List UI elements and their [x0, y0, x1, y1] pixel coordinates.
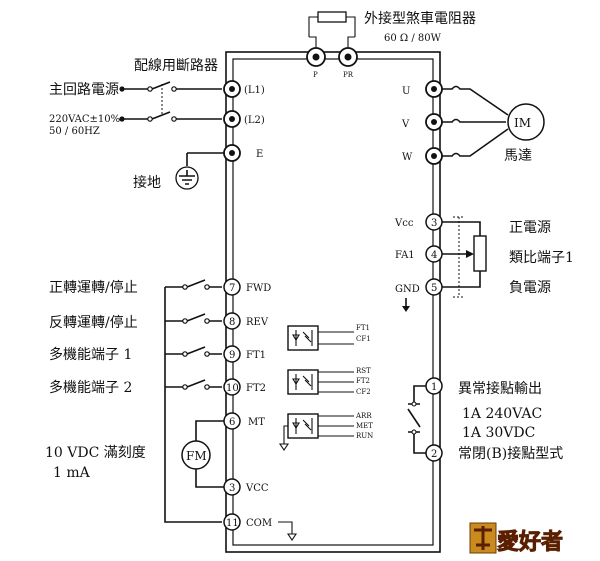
- brake-resistor-label: 外接型煞車電阻器: [364, 10, 476, 27]
- terminal-mt-label: MT: [248, 417, 265, 428]
- ground-section: 接地: [133, 152, 224, 191]
- internal-run-label: RUN: [356, 432, 373, 440]
- internal-ft1-label: FT1: [356, 324, 370, 332]
- motor-symbol: IM: [514, 116, 531, 130]
- multi-function-1-label: 多機能端子 1: [49, 346, 132, 363]
- terminal-l2-label: (L2): [244, 115, 265, 126]
- main-power-label: 主回路電源: [49, 82, 119, 98]
- inverter-body: [225, 51, 441, 553]
- terminal-9-number: 9: [229, 350, 235, 361]
- internal-rst-label: RST: [356, 367, 371, 375]
- ground-icon: [175, 166, 199, 190]
- digital-input-section: 正轉運轉/停止 反轉運轉/停止 多機能端子 1 多機能端子 2 7 8 9 10…: [49, 278, 271, 523]
- brake-resistor-symbol: [317, 11, 347, 23]
- watermark-logo: 愛好者: [469, 522, 563, 555]
- analog-section: Vcc FA1 GND 3 4 5 正電源 類比端子1 負電源: [394, 213, 574, 312]
- terminal-3-number: 3: [431, 218, 437, 229]
- motor-section: U V W IM 馬達: [401, 80, 545, 165]
- terminal-ft2-label: FT2: [246, 383, 266, 394]
- terminal-u-label: U: [402, 86, 410, 97]
- terminal-gnd-label: GND: [395, 284, 420, 295]
- internal-arr-label: ARR: [355, 412, 372, 420]
- relay-terminal-2-number: 2: [431, 449, 437, 460]
- terminal-fa1-label: FA1: [395, 250, 415, 261]
- multi-function-2-label: 多機能端子 2: [49, 379, 132, 396]
- internal-cf1-label: CF1: [356, 335, 371, 343]
- terminal-11-number: 11: [226, 518, 239, 529]
- opto-coupler-1: [287, 325, 319, 351]
- ground-label: 接地: [133, 174, 161, 191]
- scale-label: 10 VDC 滿刻度: [45, 445, 146, 461]
- terminal-10-ft2: [223, 378, 241, 396]
- motor-label: 馬達: [504, 148, 532, 164]
- terminal-rev-label: REV: [246, 317, 269, 328]
- relay-spec-2: 1A 30VDC: [462, 425, 535, 441]
- terminal-ft1-label: FT1: [246, 350, 266, 361]
- terminal-7-number: 7: [229, 283, 235, 294]
- internal-cf2-label: CF2: [356, 388, 371, 396]
- terminal-vcc-label: Vcc: [394, 218, 414, 229]
- meter-section: 10 VDC 滿刻度 1 mA 6 MT 3 VCC 11 COM FM: [45, 412, 298, 541]
- terminal-6-number: 6: [229, 417, 235, 428]
- potentiometer-symbol: [473, 235, 487, 272]
- terminal-p-label: P: [313, 71, 318, 79]
- positive-power-label: 正電源: [509, 220, 551, 236]
- opto-coupler-section: FT1 CF1 RST FT2 CF2 ARR MET RUN: [278, 324, 373, 451]
- terminal-10-number: 10: [226, 383, 239, 394]
- motor-icon: [507, 103, 545, 141]
- frequency-meter-icon: [181, 440, 211, 470]
- fault-output-label: 異常接點輸出: [458, 380, 542, 397]
- negative-power-label: 負電源: [509, 280, 551, 296]
- nc-contact-label: 常閉(B)接點型式: [458, 445, 563, 462]
- terminal-11-com: [223, 513, 241, 531]
- terminal-com-label: COM: [246, 518, 272, 529]
- breaker-label: 配線用斷路器: [134, 58, 218, 74]
- main-power-section: 配線用斷路器 主回路電源 220VAC±10% 50 / 60HZ (L1) (…: [49, 58, 265, 162]
- brake-resistor-spec: 60 Ω / 80W: [384, 33, 442, 44]
- terminal-7-fwd: [223, 278, 241, 296]
- relay-terminal-1-number: 1: [431, 382, 437, 393]
- brake-resistor-section: 外接型煞車電阻器 60 Ω / 80W P PR: [306, 10, 476, 79]
- analog-terminal-label: 類比端子1: [509, 250, 574, 266]
- voltage-label: 220VAC±10%: [49, 114, 120, 125]
- terminal-3b-number: 3: [229, 483, 235, 494]
- fwd-stop-label: 正轉運轉/停止: [49, 279, 138, 296]
- rev-stop-label: 反轉運轉/停止: [49, 314, 138, 331]
- opto-coupler-2: [287, 369, 319, 395]
- terminal-5-number: 5: [431, 283, 437, 294]
- watermark-text: 愛好者: [497, 529, 563, 555]
- current-label: 1 mA: [53, 465, 91, 481]
- terminal-8-rev: [223, 312, 241, 330]
- terminal-l1-label: (L1): [244, 85, 265, 96]
- terminal-w-label: W: [402, 152, 413, 163]
- terminal-vcc2-label: VCC: [245, 483, 269, 494]
- terminal-4-number: 4: [431, 250, 437, 261]
- internal-met-label: MET: [356, 422, 373, 430]
- terminal-e-label: E: [256, 149, 263, 160]
- terminal-9-ft1: [223, 345, 241, 363]
- fault-relay-section: 1 2 異常接點輸出 1A 240VAC 1A 30VDC 常閉(B)接點型式: [407, 377, 563, 462]
- terminal-fwd-label: FWD: [246, 283, 271, 294]
- terminal-8-number: 8: [229, 317, 235, 328]
- opto-coupler-3: [287, 413, 319, 439]
- terminal-v-label: V: [401, 119, 410, 130]
- relay-spec-1: 1A 240VAC: [462, 406, 542, 422]
- frequency-meter-label: FM: [186, 449, 207, 463]
- internal-ft2-label: FT2: [356, 377, 370, 385]
- frequency-label: 50 / 60HZ: [49, 126, 100, 137]
- terminal-pr-label: PR: [343, 71, 354, 79]
